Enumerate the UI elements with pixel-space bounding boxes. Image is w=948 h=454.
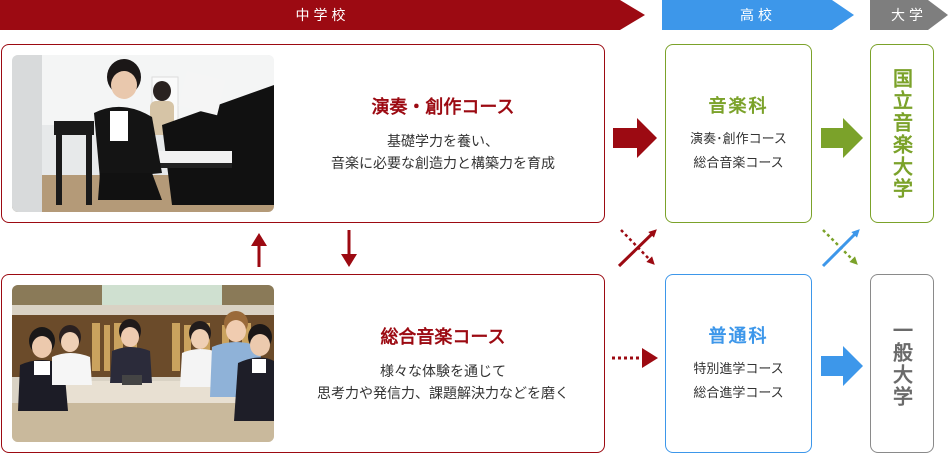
general-university-card: 一般大学: [870, 274, 934, 453]
dept-course: 特別進学コース: [693, 361, 784, 377]
arrow-right-icon: [821, 346, 863, 386]
junior-high-header: 中学校: [0, 0, 645, 30]
course-desc-line: 基礎学力を養い、: [387, 133, 499, 150]
high-school-label: 高校: [740, 8, 776, 24]
cross-arrow-icon: [821, 229, 860, 268]
arrow-up-icon: [251, 233, 267, 267]
arrow-right-icon: [613, 118, 657, 158]
course-info-general-music: 総合音楽コース 様々な体験を通じて 思考力や発信力、課題解決力などを磨く: [292, 275, 594, 452]
high-school-header: 高校: [662, 0, 854, 30]
arrow-right-icon: [821, 118, 863, 158]
music-university-label: 国立音楽大学: [889, 67, 914, 200]
junior-high-label: 中学校: [295, 8, 350, 24]
course-desc-line: 音楽に必要な創造力と構築力を育成: [331, 155, 555, 172]
course-card-performance: 演奏・創作コース 基礎学力を養い、 音楽に必要な創造力と構築力を育成: [1, 44, 605, 223]
piano-lesson-photo: [12, 55, 274, 212]
dotted-arrow-right-icon: [612, 348, 658, 368]
course-description: 様々な体験を通じて 思考力や発信力、課題解決力などを磨く: [317, 361, 569, 405]
course-title: 演奏・創作コース: [371, 96, 515, 118]
course-desc-line: 様々な体験を通じて: [380, 363, 506, 380]
music-dept-card: 音楽科 演奏･創作コース 総合音楽コース: [665, 44, 812, 223]
arrow-down-icon: [341, 230, 357, 267]
group-discussion-photo: [12, 285, 274, 442]
dept-title: 普通科: [708, 325, 769, 347]
music-university-card: 国立音楽大学: [870, 44, 934, 223]
cross-arrow-icon: [617, 229, 657, 268]
course-card-general-music: 総合音楽コース 様々な体験を通じて 思考力や発信力、課題解決力などを磨く: [1, 274, 605, 453]
dept-course: 総合音楽コース: [693, 155, 784, 171]
course-title: 総合音楽コース: [380, 326, 506, 348]
course-desc-line: 思考力や発信力、課題解決力などを磨く: [317, 385, 569, 402]
university-label: 大学: [891, 8, 927, 24]
dept-title: 音楽科: [708, 95, 769, 117]
general-university-label: 一般大学: [889, 319, 914, 408]
dept-course: 総合進学コース: [693, 385, 784, 401]
course-info-performance: 演奏・創作コース 基礎学力を養い、 音楽に必要な創造力と構築力を育成: [292, 45, 594, 222]
dept-course: 演奏･創作コース: [690, 131, 787, 147]
general-dept-card: 普通科 特別進学コース 総合進学コース: [665, 274, 812, 453]
course-description: 基礎学力を養い、 音楽に必要な創造力と構築力を育成: [331, 131, 555, 175]
